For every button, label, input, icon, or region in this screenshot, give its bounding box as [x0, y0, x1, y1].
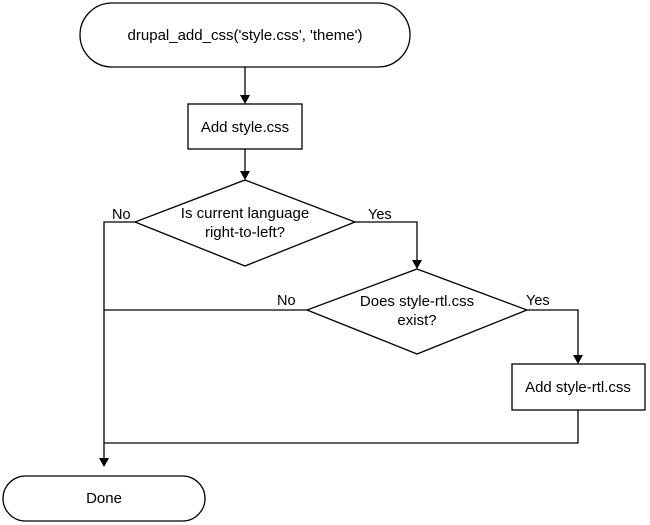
rtl-decision: Is current language right-to-left? [133, 179, 357, 267]
add-style-process: Add style.css [187, 103, 303, 150]
done-terminal-shape [2, 475, 206, 522]
exists-no-label: No [277, 293, 296, 309]
arrowhead-add-rtl [573, 355, 583, 364]
exists-decision-label-line1: Does style-rtl.css [360, 293, 474, 310]
edge-rtl-no-branch [103, 221, 135, 458]
edge-exists-yes-branch [527, 309, 579, 355]
rtl-decision-diamond [133, 179, 357, 267]
edge-rtl-yes-branch [355, 221, 418, 260]
rtl-yes-label: Yes [368, 207, 392, 223]
arrowhead-done [99, 458, 109, 467]
exists-yes-label: Yes [526, 293, 550, 309]
add-style-process-box [187, 103, 303, 150]
rtl-decision-label-line1: Is current language [181, 205, 309, 222]
rtl-decision-label-line2: right-to-left? [205, 224, 285, 241]
add-rtl-process-box [511, 363, 646, 411]
exists-decision: Does style-rtl.css exist? [305, 268, 529, 355]
edge-add-rtl-to-done [104, 410, 579, 444]
arrowhead-rtl-decision [240, 171, 250, 180]
done-terminal: Done [2, 475, 206, 522]
add-rtl-process-label: Add style-rtl.css [525, 379, 631, 396]
add-style-process-label: Add style.css [201, 119, 289, 136]
start-terminal-label: drupal_add_css('style.css', 'theme') [128, 27, 363, 44]
arrowhead-exists-decision [412, 260, 422, 269]
exists-decision-label-line2: exist? [397, 312, 436, 329]
start-terminal-shape [79, 2, 411, 68]
arrowhead-add-style [240, 95, 250, 104]
edge-labels: No Yes No Yes [112, 207, 550, 309]
rtl-no-label: No [112, 207, 131, 223]
add-rtl-process: Add style-rtl.css [511, 363, 646, 411]
connectors [99, 67, 583, 467]
exists-decision-diamond [305, 268, 529, 355]
done-terminal-label: Done [86, 490, 122, 507]
start-terminal: drupal_add_css('style.css', 'theme') [79, 2, 411, 68]
